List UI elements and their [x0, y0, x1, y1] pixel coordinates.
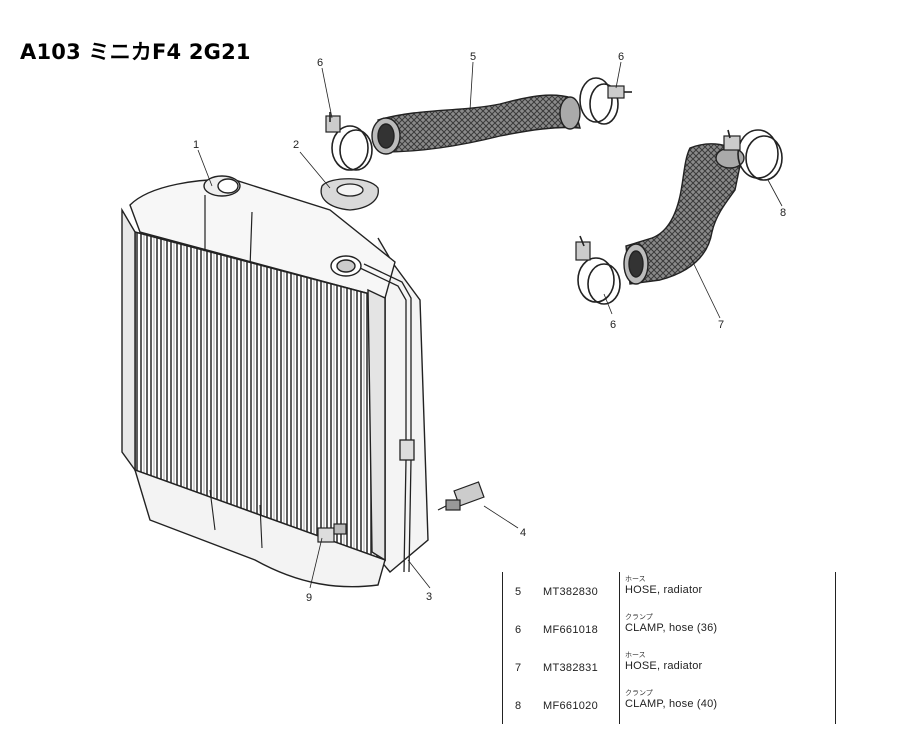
part-description: CLAMP, hose (36)	[625, 622, 718, 634]
item-number: 8	[515, 700, 522, 712]
callout-7: 7	[718, 319, 724, 331]
callout-3: 3	[426, 591, 432, 603]
part-number: MF661018	[543, 624, 598, 636]
callout-6-right: 6	[618, 51, 624, 63]
item-number: 7	[515, 662, 522, 674]
part-description: CLAMP, hose (40)	[625, 698, 718, 710]
item-number: 6	[515, 624, 522, 636]
clamp-6-left	[325, 112, 373, 171]
table-column-divider	[619, 572, 620, 724]
part-number: MF661020	[543, 700, 598, 712]
callout-8: 8	[780, 207, 786, 219]
part-description: HOSE, radiator	[625, 584, 703, 596]
callout-1: 1	[193, 139, 199, 151]
part-number: MT382830	[543, 586, 598, 598]
parts-table: 5 MT382830 ホース HOSE, radiator 6 MF661018…	[502, 572, 836, 724]
japanese-name: ホース	[625, 575, 646, 583]
page-title: A103 ミニカF4 2G21	[20, 40, 251, 64]
callout-2: 2	[293, 139, 299, 151]
callout-9: 9	[306, 592, 312, 604]
thermo-switch	[437, 481, 485, 511]
japanese-name: クランプ	[625, 613, 653, 621]
hose-clamps	[325, 77, 783, 305]
callout-4: 4	[520, 527, 526, 539]
callout-6-left: 6	[317, 57, 323, 69]
radiator-cap	[320, 178, 379, 211]
callout-6-lower: 6	[610, 319, 616, 331]
japanese-name: クランプ	[625, 689, 653, 697]
japanese-name: ホース	[625, 651, 646, 659]
radiator	[121, 175, 429, 588]
leader-lines	[197, 61, 783, 589]
part-number: MT382831	[543, 662, 598, 674]
callout-5: 5	[470, 51, 476, 63]
table-row: 7 MT382831 ホース HOSE, radiator	[503, 648, 835, 686]
table-row: 6 MF661018 クランプ CLAMP, hose (36)	[503, 610, 835, 648]
clamp-6-right	[579, 77, 632, 125]
item-number: 5	[515, 586, 522, 598]
table-row: 8 MF661020 クランプ CLAMP, hose (40)	[503, 686, 835, 724]
part-description: HOSE, radiator	[625, 660, 703, 672]
lower-hose	[623, 143, 745, 285]
overflow-tube	[359, 263, 415, 573]
table-row: 5 MT382830 ホース HOSE, radiator	[503, 572, 835, 610]
clamp-6-lower	[575, 235, 621, 305]
clamp-8	[723, 129, 783, 181]
upper-hose	[371, 94, 581, 155]
